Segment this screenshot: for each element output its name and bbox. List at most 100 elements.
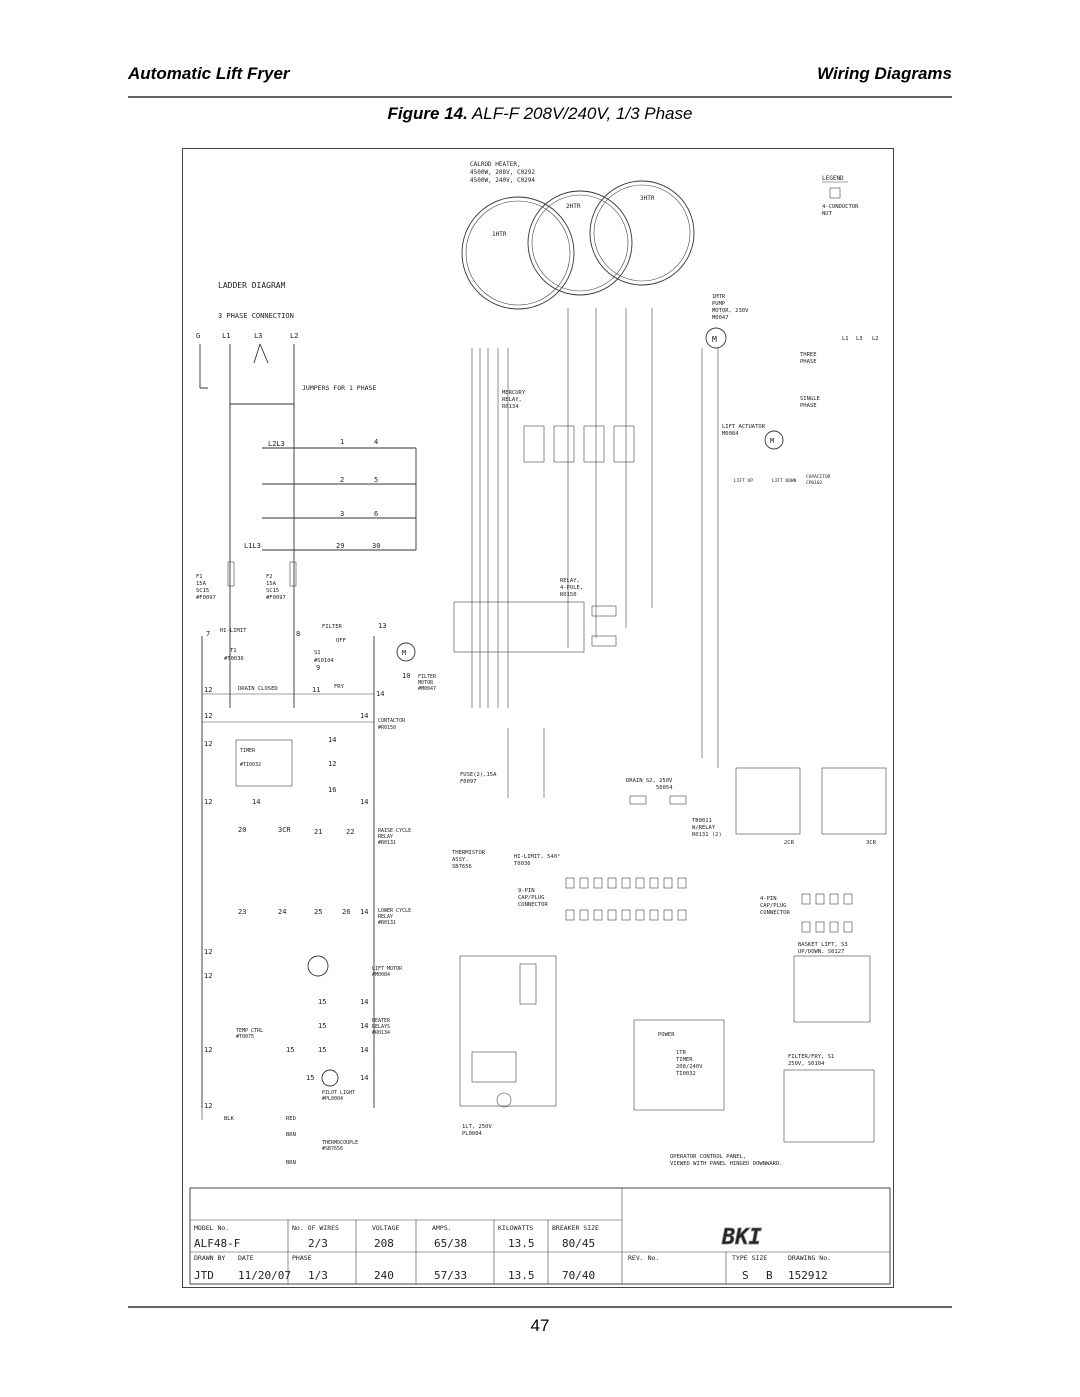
svg-text:T1: T1 bbox=[230, 648, 237, 654]
svg-text:12: 12 bbox=[204, 972, 212, 980]
svg-text:LIFT ACTUATOR: LIFT ACTUATOR bbox=[722, 424, 766, 430]
svg-text:DRAWN BY: DRAWN BY bbox=[194, 1254, 225, 1262]
svg-text:THERMISTOR: THERMISTOR bbox=[452, 850, 486, 856]
svg-text:JTD: JTD bbox=[194, 1269, 214, 1282]
svg-text:R0131 (2): R0131 (2) bbox=[692, 832, 722, 838]
svg-text:70/40: 70/40 bbox=[562, 1269, 595, 1282]
bki-logo: BKI bbox=[721, 1225, 762, 1250]
svg-text:21: 21 bbox=[314, 828, 322, 836]
svg-text:#F0097: #F0097 bbox=[266, 595, 286, 601]
figure-caption: Figure 14. ALF-F 208V/240V, 1/3 Phase bbox=[0, 104, 1080, 124]
svg-text:6: 6 bbox=[374, 510, 378, 518]
svg-text:NUT: NUT bbox=[822, 211, 833, 217]
svg-text:14: 14 bbox=[360, 908, 368, 916]
svg-text:THERMOCOUPLE: THERMOCOUPLE bbox=[322, 1140, 358, 1146]
svg-text:LIFT MOTOR: LIFT MOTOR bbox=[372, 966, 403, 972]
pilot-light-symbol bbox=[321, 1069, 339, 1087]
connector-9pin: 9-PIN CAP/PLUG CONNECTOR bbox=[518, 877, 687, 921]
svg-text:CAP/PLUG: CAP/PLUG bbox=[518, 895, 545, 901]
svg-text:BASKET LIFT, S3: BASKET LIFT, S3 bbox=[798, 942, 848, 948]
svg-text:TIMER: TIMER bbox=[240, 748, 256, 754]
svg-text:RELAY: RELAY bbox=[378, 834, 393, 840]
svg-text:DRAWING No.: DRAWING No. bbox=[788, 1254, 831, 1262]
svg-text:CP0102: CP0102 bbox=[806, 480, 823, 486]
svg-text:5: 5 bbox=[374, 476, 378, 484]
title-block: MODEL No. No. OF WIRES VOLTAGE AMPS. KIL… bbox=[189, 1187, 891, 1285]
svg-text:R0150: R0150 bbox=[560, 592, 577, 598]
svg-text:50054: 50054 bbox=[656, 785, 673, 791]
svg-text:TB0011: TB0011 bbox=[692, 818, 712, 824]
heater-coil-3 bbox=[589, 180, 695, 286]
svg-text:HEATER: HEATER bbox=[372, 1018, 391, 1024]
pump-motor: 1MTR PUMP MOTOR, 230V M0047 M bbox=[705, 294, 749, 349]
svg-text:L2: L2 bbox=[872, 336, 879, 342]
heater-coil-1 bbox=[461, 196, 575, 310]
svg-text:LOWER CYCLE: LOWER CYCLE bbox=[378, 908, 411, 914]
svg-text:12: 12 bbox=[204, 686, 212, 694]
svg-text:11: 11 bbox=[312, 686, 320, 694]
svg-text:14: 14 bbox=[360, 1074, 368, 1082]
svg-text:20: 20 bbox=[238, 826, 246, 834]
operator-note: OPERATOR CONTROL PANEL, VIEWED WITH PANE… bbox=[670, 1154, 783, 1167]
svg-text:M: M bbox=[402, 649, 406, 657]
svg-text:12: 12 bbox=[204, 740, 212, 748]
svg-text:RELAY,: RELAY, bbox=[502, 397, 522, 403]
supply-lines: G L1 L3 L2 bbox=[196, 332, 298, 340]
svg-text:PHASE: PHASE bbox=[292, 1254, 312, 1262]
svg-text:30: 30 bbox=[372, 542, 380, 550]
heater-coils: 1HTR 2HTR 3HTR bbox=[461, 180, 695, 310]
svg-text:4-PIN: 4-PIN bbox=[760, 896, 777, 902]
svg-text:MODEL No.: MODEL No. bbox=[194, 1224, 229, 1232]
svg-text:#F0097: #F0097 bbox=[196, 595, 216, 601]
svg-text:REV. No.: REV. No. bbox=[628, 1254, 659, 1262]
timer-box bbox=[235, 739, 293, 787]
svg-text:L1L3: L1L3 bbox=[244, 542, 261, 550]
svg-text:4500W, 240V, C0294: 4500W, 240V, C0294 bbox=[470, 177, 535, 184]
wiring-diagram: 1HTR 2HTR 3HTR CALROD HEATER, 4500W, 208… bbox=[182, 148, 894, 1288]
svg-text:W/RELAY: W/RELAY bbox=[692, 825, 716, 831]
svg-text:#T0075: #T0075 bbox=[236, 1034, 254, 1040]
connector-4pin: 4-PIN CAP/PLUG CONNECTOR bbox=[760, 893, 853, 933]
svg-text:208/240V: 208/240V bbox=[676, 1064, 703, 1070]
svg-text:No. OF WIRES: No. OF WIRES bbox=[292, 1224, 339, 1232]
svg-text:F0097: F0097 bbox=[460, 779, 477, 785]
svg-text:LIFT UP: LIFT UP bbox=[734, 478, 753, 484]
svg-text:12: 12 bbox=[328, 760, 336, 768]
page-number: 47 bbox=[530, 1316, 550, 1335]
svg-text:M0084: M0084 bbox=[722, 431, 739, 437]
svg-text:13.5: 13.5 bbox=[508, 1237, 535, 1250]
svg-text:L3: L3 bbox=[856, 336, 863, 342]
svg-text:4-POLE,: 4-POLE, bbox=[560, 585, 583, 591]
svg-text:4500W, 208V, C0292: 4500W, 208V, C0292 bbox=[470, 169, 535, 176]
phase-title: 3 PHASE CONNECTION bbox=[218, 312, 294, 320]
pilot-light: 1LT, 250V PL0004 bbox=[462, 1092, 512, 1137]
svg-text:14: 14 bbox=[360, 998, 368, 1006]
svg-text:FRY: FRY bbox=[334, 684, 345, 690]
svg-text:25: 25 bbox=[314, 908, 322, 916]
svg-text:#PL0004: #PL0004 bbox=[322, 1096, 343, 1102]
relay-4pole: RELAY, 4-POLE, R0150 bbox=[453, 578, 617, 653]
heater-label-2: 2HTR bbox=[566, 203, 581, 210]
svg-text:240: 240 bbox=[374, 1269, 394, 1282]
svg-text:RAISE CYCLE: RAISE CYCLE bbox=[378, 828, 411, 834]
svg-text:BLK: BLK bbox=[224, 1116, 235, 1122]
svg-text:15: 15 bbox=[306, 1074, 314, 1082]
svg-text:LIFT DOWN: LIFT DOWN bbox=[772, 478, 797, 484]
svg-text:4: 4 bbox=[374, 438, 378, 446]
svg-text:24: 24 bbox=[278, 908, 286, 916]
svg-text:L2: L2 bbox=[290, 332, 298, 340]
drain-switch: DRAIN S2, 250V 50054 bbox=[626, 778, 687, 805]
svg-text:65/38: 65/38 bbox=[434, 1237, 467, 1250]
svg-text:M: M bbox=[770, 437, 774, 445]
svg-text:FILTER/FRY, S1: FILTER/FRY, S1 bbox=[788, 1054, 834, 1060]
thermistor: THERMISTOR ASSY. SB7656 HI-LIMIT, 540° T… bbox=[452, 850, 560, 870]
svg-text:3CR: 3CR bbox=[278, 826, 291, 834]
svg-text:RELAY,: RELAY, bbox=[560, 578, 580, 584]
svg-text:13: 13 bbox=[378, 622, 386, 630]
figure-title: ALF-F 208V/240V, 1/3 Phase bbox=[471, 104, 693, 123]
filter-motor-symbol bbox=[396, 642, 416, 662]
svg-text:16: 16 bbox=[328, 786, 336, 794]
svg-text:2CR: 2CR bbox=[784, 840, 795, 846]
svg-text:PUMP: PUMP bbox=[712, 301, 726, 307]
